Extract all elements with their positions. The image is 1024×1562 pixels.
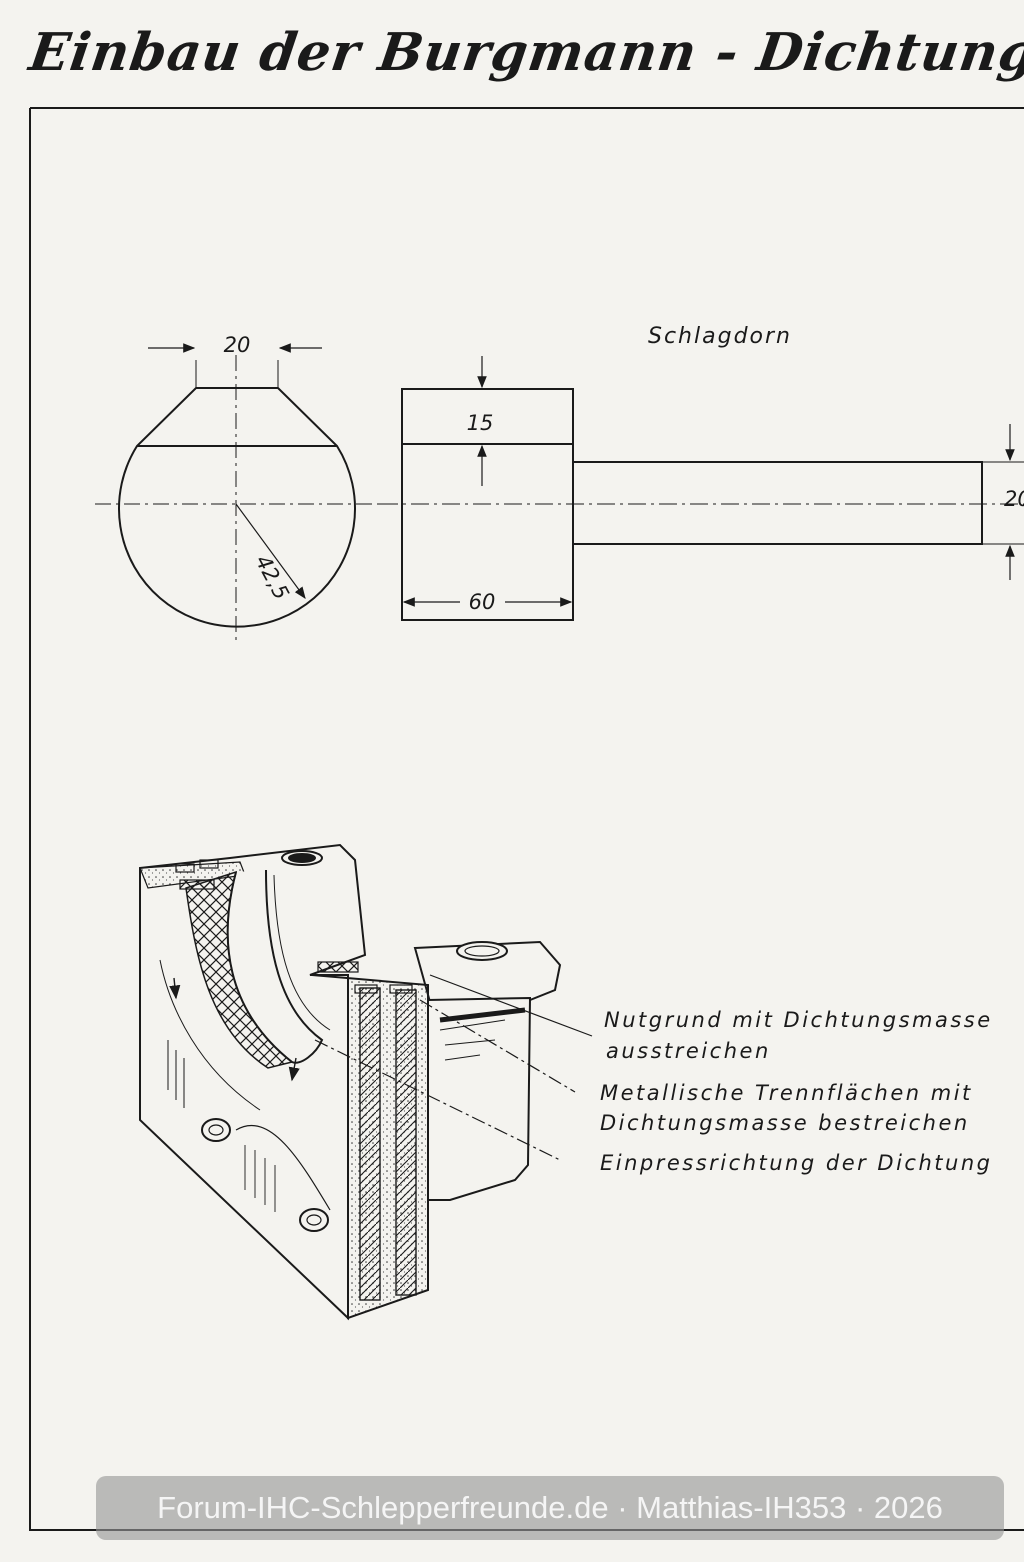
dim-flat-width: 20: [224, 333, 251, 357]
front-view: [95, 343, 380, 640]
callout-2-line-1: Metallische Trennflächen mit: [600, 1081, 973, 1105]
callout-3: Einpressrichtung der Dichtung: [600, 1151, 992, 1175]
tool-label: Schlagdorn: [648, 324, 792, 349]
callout-1-line-2: ausstreichen: [606, 1039, 771, 1063]
dim-radius: 42,5: [251, 551, 294, 604]
page-frame: [29, 107, 1024, 1531]
tool-side-view: [380, 356, 1024, 621]
dim-shaft-diameter: 20: [1004, 487, 1024, 511]
callout-2-line-2: Dichtungsmasse bestreichen: [600, 1111, 970, 1135]
bearing-housing-illustration: [139, 843, 562, 1321]
dim-head-length: 60: [469, 590, 496, 614]
dim-top-height: 15: [467, 411, 494, 435]
watermark: Forum-IHC-Schlepperfreunde.de · Matthias…: [96, 1476, 1004, 1540]
leader-lines: [314, 974, 593, 1161]
callout-1-line-1: Nutgrund mit Dichtungsmasse: [604, 1008, 993, 1032]
